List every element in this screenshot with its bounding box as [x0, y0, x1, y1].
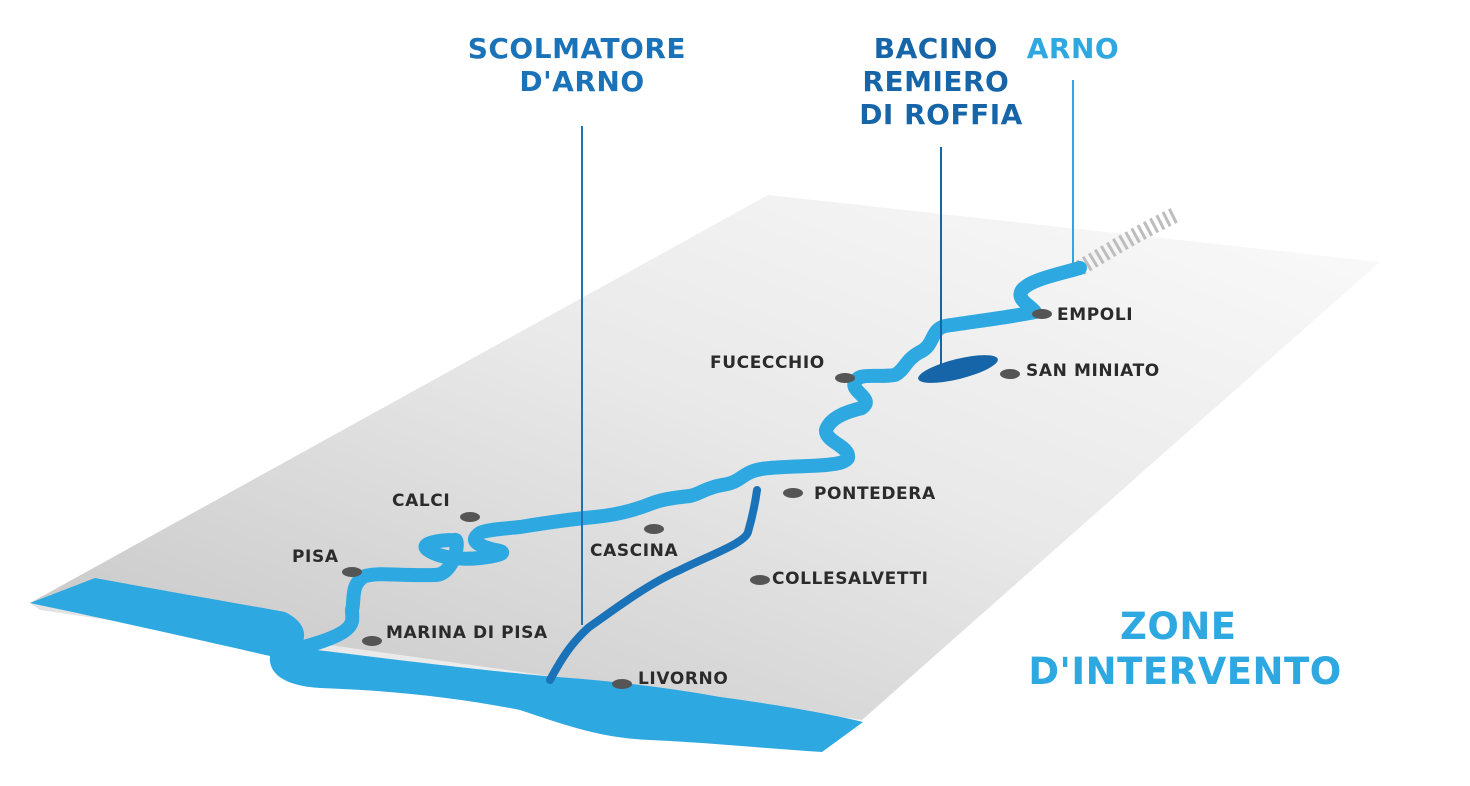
- city-dot-fucecchio: [835, 373, 855, 383]
- city-label-pisa: PISA: [292, 547, 339, 567]
- city-dot-cascina: [644, 524, 664, 534]
- city-label-livorno: LIVORNO: [638, 669, 728, 689]
- city-label-empoli: EMPOLI: [1057, 305, 1133, 325]
- city-label-cascina: CASCINA: [590, 541, 679, 561]
- city-label-san-miniato: SAN MINIATO: [1026, 361, 1160, 381]
- city-label-calci: CALCI: [392, 491, 450, 511]
- city-dot-collesalvetti: [750, 575, 770, 585]
- city-label-fucecchio: FUCECCHIO: [710, 353, 825, 373]
- map-title: ZONE D'INTERVENTO: [1028, 605, 1341, 693]
- city-dot-empoli: [1032, 309, 1052, 319]
- callout-bacino: BACINO REMIERO DI ROFFIA: [859, 32, 1023, 131]
- city-dot-pisa: [342, 567, 362, 577]
- callout-scolmatore-line-2: D'ARNO: [519, 65, 644, 98]
- map-title-line-2: D'INTERVENTO: [1028, 650, 1341, 693]
- arno-river: [293, 261, 1087, 655]
- city-markers: [342, 309, 1052, 689]
- callout-scolmatore-line-1: SCOLMATORE: [468, 32, 686, 65]
- callout-bacino-line-3: DI ROFFIA: [859, 98, 1023, 131]
- sea: [30, 578, 863, 752]
- city-dot-san-miniato: [1000, 369, 1020, 379]
- bacino-remiero-di-roffia: [918, 355, 998, 383]
- callout-bacino-line-1: BACINO: [874, 32, 998, 65]
- city-dot-pontedera: [783, 488, 803, 498]
- city-dot-livorno: [612, 679, 632, 689]
- terrain-plane: [30, 195, 1380, 720]
- city-label-marina-di-pisa: MARINA DI PISA: [386, 623, 548, 643]
- map-title-line-1: ZONE: [1120, 605, 1237, 648]
- scolmatore-channel: [546, 486, 761, 684]
- callout-bacino-line-2: REMIERO: [862, 65, 1009, 98]
- city-dot-marina-di-pisa: [362, 636, 382, 646]
- callout-arno-line-1: ARNO: [1027, 32, 1119, 65]
- city-label-collesalvetti: COLLESALVETTI: [772, 569, 929, 589]
- callout-arno: ARNO: [1027, 32, 1119, 65]
- city-dot-calci: [460, 512, 480, 522]
- city-label-pontedera: PONTEDERA: [814, 484, 936, 504]
- callout-scolmatore: SCOLMATORE D'ARNO: [468, 32, 697, 98]
